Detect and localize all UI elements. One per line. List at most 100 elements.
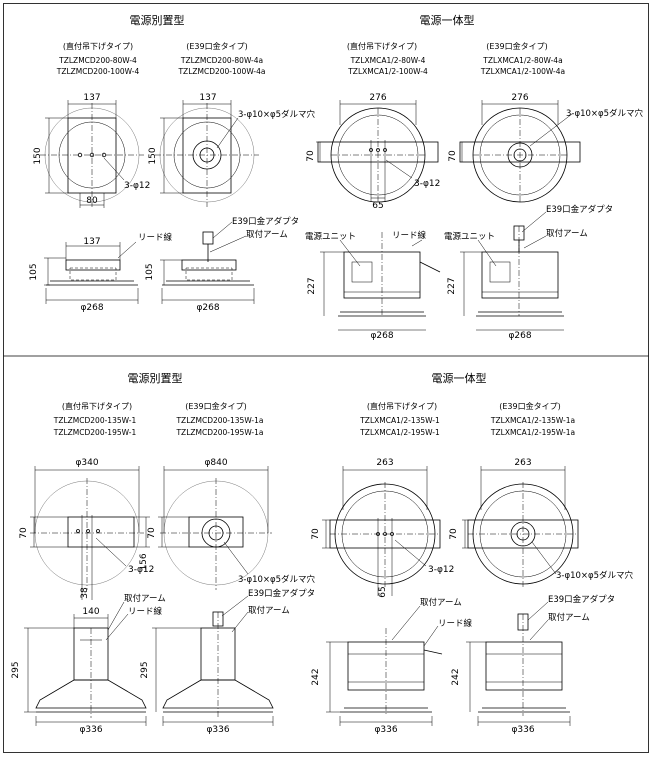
bottom-label-arm-a: 取付アーム xyxy=(124,593,166,604)
bottom-dim-hole-e39-b: 3-φ10×φ5ダルマ穴 xyxy=(556,570,634,581)
bottom-side-e39 xyxy=(152,595,274,726)
top-dim-227-b: 227 xyxy=(447,277,457,294)
bottom-top-integrated-e39 xyxy=(462,466,579,588)
top-dim-hole-e39-a: 3-φ10×φ5ダルマ穴 xyxy=(238,109,316,120)
top-label-lead-a: リード線 xyxy=(138,232,173,243)
top-view-direct-1 xyxy=(40,100,144,208)
top-dim-hole-e39-b: 3-φ10×φ5ダルマ穴 xyxy=(566,108,644,119)
top-dim-268-d: φ268 xyxy=(508,331,531,341)
bottom-dim-hole-a: 3-φ12 xyxy=(128,565,154,575)
top-dim-70-b: 70 xyxy=(448,150,458,162)
bottom-label-lead-a: リード線 xyxy=(128,606,163,617)
bottom-dim-263-a: 263 xyxy=(376,458,393,468)
bottom-label-arm-d: 取付アーム xyxy=(548,612,590,623)
bottom-col4-type: (E39口金タイプ) xyxy=(499,401,560,411)
top-dim-hole-c: 3-φ12 xyxy=(414,179,440,189)
bottom-label-adapter-b: E39口金アダプタ xyxy=(548,594,615,605)
top-label-lead-b: リード線 xyxy=(392,230,427,241)
top-dim-80: 80 xyxy=(86,196,98,206)
bottom-label-adapter-a: E39口金アダプタ xyxy=(248,588,315,599)
bottom-col2-model2: TZLZMCD200-195W-1a xyxy=(175,428,263,437)
top-col3-type: (直付吊下げタイプ) xyxy=(347,41,417,51)
top-col4-model1: TZLXMCA1/2-80W-4a xyxy=(482,56,562,65)
top-left-title: 電源別置型 xyxy=(130,13,185,27)
bottom-col3-type: (直付吊下げタイプ) xyxy=(367,401,437,411)
bottom-label-arm-b: 取付アーム xyxy=(248,605,290,616)
top-col2-model2: TZLZMCD200-100W-4a xyxy=(177,67,265,76)
bottom-top-direct xyxy=(30,466,150,600)
top-dim-137-c: 137 xyxy=(83,237,100,247)
bottom-dim-70-c: 70 xyxy=(311,528,321,540)
bottom-dim-336-c: φ336 xyxy=(374,725,397,735)
top-col1-type: (直付吊下げタイプ) xyxy=(63,41,133,51)
top-view-e39-1 xyxy=(155,100,259,207)
bottom-side-direct xyxy=(24,601,147,726)
top-col4-type: (E39口金タイプ) xyxy=(486,41,547,51)
top-col2-model1: TZLZMCD200-80W-4a xyxy=(180,56,263,65)
top-side-e39-1 xyxy=(160,221,255,304)
top-dim-65: 65 xyxy=(372,201,383,211)
top-label-arm-b: 取付アーム xyxy=(546,228,588,239)
top-dim-268-b: φ268 xyxy=(196,303,219,313)
bottom-col2-type: (E39口金タイプ) xyxy=(185,401,246,411)
top-dim-105-a: 105 xyxy=(29,263,39,280)
top-col2-type: (E39口金タイプ) xyxy=(186,41,247,51)
bottom-col4-model2: TZLXMCA1/2-195W-1a xyxy=(490,428,575,437)
top-dim-70-a: 70 xyxy=(306,150,316,162)
top-dim-150-a: 150 xyxy=(33,147,43,164)
top-dim-150-b: 150 xyxy=(148,147,158,164)
top-view-integrated-e39 xyxy=(459,100,581,203)
bottom-dim-38: 38 xyxy=(80,587,90,599)
bottom-label-arm-c: 取付アーム xyxy=(420,597,462,608)
top-dim-hole-a: 3-φ12 xyxy=(124,181,150,191)
top-dim-137-b: 137 xyxy=(199,93,216,103)
bottom-col3-model1: TZLXMCA1/2-135W-1 xyxy=(359,416,440,425)
top-dim-276-a: 276 xyxy=(369,93,386,103)
bottom-col2-model1: TZLZMCD200-135W-1a xyxy=(175,416,263,425)
bottom-dim-hole-e39-a: 3-φ10×φ5ダルマ穴 xyxy=(238,574,316,585)
top-label-psu-a: 電源ユニット xyxy=(305,232,356,242)
bottom-dim-242-b: 242 xyxy=(451,668,461,685)
top-col3-model1: TZLXMCA1/2-80W-4 xyxy=(350,56,426,65)
bottom-dim-295-b: 295 xyxy=(140,661,150,678)
top-col3-model2: TZLXMCA1/2-100W-4 xyxy=(347,67,428,76)
sheet-frame xyxy=(3,3,649,753)
bottom-dim-65: 65 xyxy=(378,586,388,597)
top-col1-model1: TZLZMCD200-80W-4 xyxy=(58,56,137,65)
bottom-dim-hole-c: 3-φ12 xyxy=(428,565,454,575)
bottom-dim-70-b: 70 xyxy=(147,527,157,539)
bottom-dim-70-a: 70 xyxy=(19,527,29,539)
top-dim-268-c: φ268 xyxy=(370,331,393,341)
top-side-integrated-e39 xyxy=(460,211,564,331)
bottom-col3-model2: TZLXMCA1/2-195W-1 xyxy=(359,428,440,437)
bottom-col1-model1: TZLZMCD200-135W-1 xyxy=(53,416,137,425)
bottom-dim-295-a: 295 xyxy=(11,661,21,678)
top-label-adapter-b: E39口金アダプタ xyxy=(546,204,613,215)
bottom-col4-model1: TZLXMCA1/2-135W-1a xyxy=(490,416,575,425)
top-label-psu-b: 電源ユニット xyxy=(444,232,495,242)
bottom-dim-336-d: φ336 xyxy=(511,725,534,735)
top-side-integrated-direct xyxy=(320,232,441,331)
top-label-adapter-a: E39口金アダプタ xyxy=(232,216,299,227)
top-dim-105-b: 105 xyxy=(145,263,155,280)
top-col4-model2: TZLXMCA1/2-100W-4a xyxy=(480,67,565,76)
top-col1-model2: TZLZMCD200-100W-4 xyxy=(56,67,140,76)
bottom-left-title: 電源別置型 xyxy=(128,371,183,385)
bottom-dim-336-a: φ336 xyxy=(79,725,102,735)
bottom-top-integrated-direct xyxy=(322,466,441,596)
bottom-col1-model2: TZLZMCD200-195W-1 xyxy=(53,428,137,437)
top-dim-276-b: 276 xyxy=(511,93,528,103)
bottom-dim-340: φ340 xyxy=(75,458,98,468)
bottom-side-integrated-e39 xyxy=(466,601,571,726)
top-dim-227-a: 227 xyxy=(307,277,317,294)
bottom-right-title: 電源一体型 xyxy=(432,371,487,385)
top-right-title: 電源一体型 xyxy=(420,13,475,27)
top-dim-137-a: 137 xyxy=(83,93,100,103)
bottom-dim-336-b: φ336 xyxy=(206,725,229,735)
top-label-arm-a: 取付アーム xyxy=(246,229,288,240)
bottom-dim-242-a: 242 xyxy=(311,668,321,685)
bottom-dim-140: 140 xyxy=(82,607,99,617)
bottom-dim-70-d: 70 xyxy=(449,528,459,540)
